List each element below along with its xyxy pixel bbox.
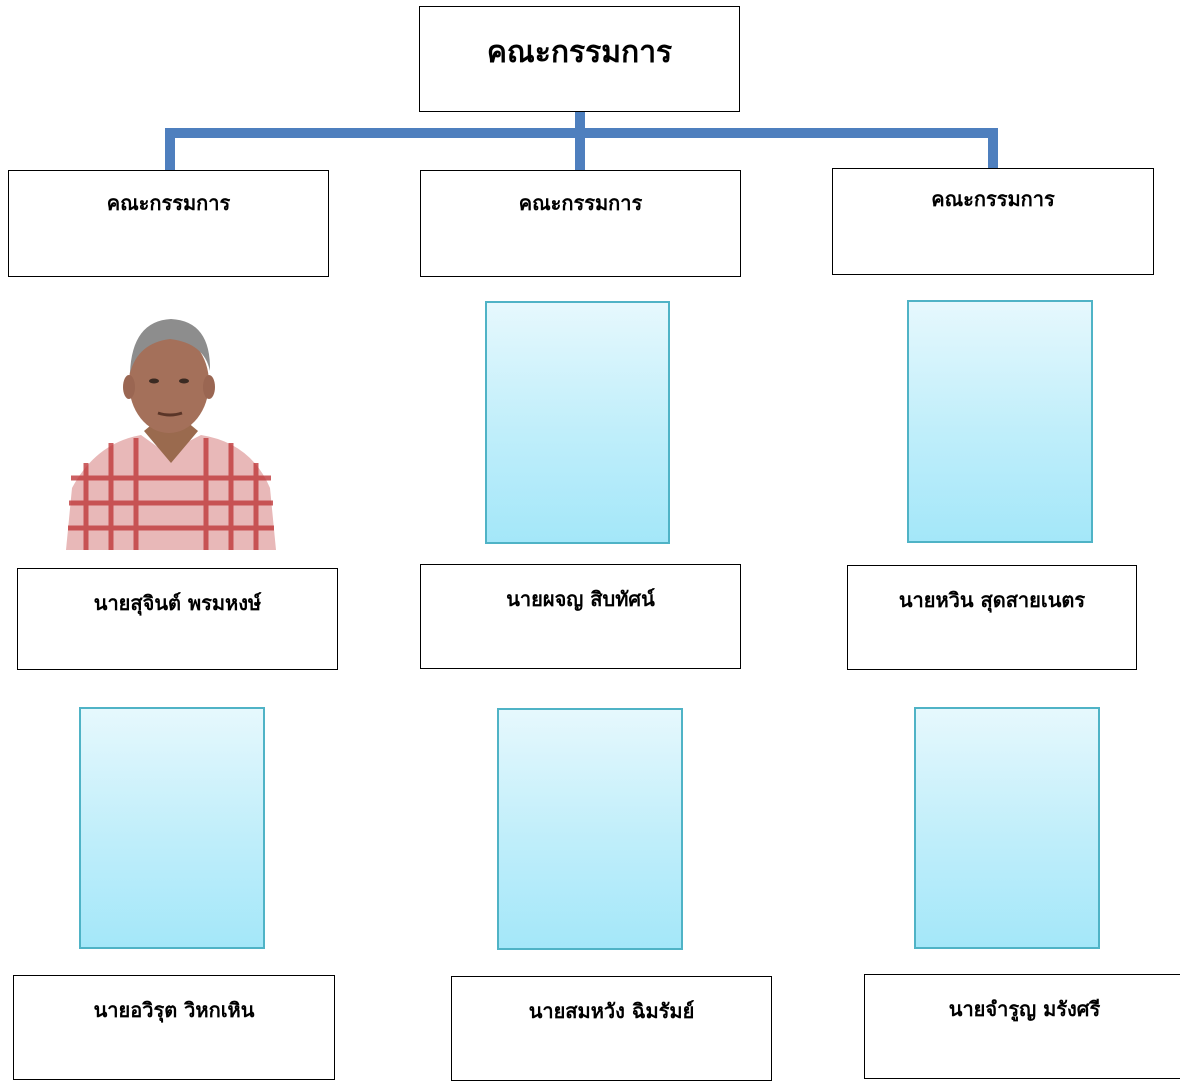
branch-box-middle: คณะกรรมการ — [420, 170, 741, 277]
member-name-box: นายจำรูญ มรังศรี — [864, 974, 1180, 1079]
member-name: นายสุจินต์ พรมหงษ์ — [93, 591, 262, 615]
connector-left-drop — [165, 128, 175, 170]
member-name: นายหวิน สุดสายเนตร — [898, 588, 1086, 612]
member-name: นายสมหวัง ฉิมรัมย์ — [528, 999, 695, 1023]
member-portrait-photo — [66, 313, 276, 550]
member-name: นายจำรูญ มรังศรี — [948, 997, 1101, 1021]
branch-label: คณะกรรมการ — [106, 191, 231, 215]
connector-middle-drop — [575, 128, 585, 170]
member-name-box: นายสุจินต์ พรมหงษ์ — [17, 568, 338, 670]
connector-top-stem — [575, 111, 585, 133]
member-photo-placeholder — [907, 300, 1093, 543]
member-name-box: นายสมหวัง ฉิมรัมย์ — [451, 976, 772, 1081]
member-name: นายผจญ สิบทัศน์ — [506, 587, 655, 611]
connector-right-drop — [988, 128, 998, 168]
member-photo-placeholder — [79, 707, 265, 949]
member-name: นายอวิรุต วิหกเหิน — [93, 998, 255, 1022]
member-name-box: นายอวิรุต วิหกเหิน — [13, 975, 335, 1080]
branch-label: คณะกรรมการ — [931, 187, 1055, 211]
branch-box-right: คณะกรรมการ — [832, 168, 1154, 275]
member-name-box: นายหวิน สุดสายเนตร — [847, 565, 1137, 670]
branch-box-left: คณะกรรมการ — [8, 170, 329, 277]
member-photo-placeholder — [497, 708, 683, 950]
top-committee-box: คณะกรรมการ — [419, 6, 740, 112]
member-name-box: นายผจญ สิบทัศน์ — [420, 564, 741, 669]
branch-label: คณะกรรมการ — [518, 191, 643, 215]
member-photo-placeholder — [485, 301, 670, 544]
member-photo-placeholder — [914, 707, 1100, 949]
top-committee-title: คณะกรรมการ — [486, 35, 673, 70]
